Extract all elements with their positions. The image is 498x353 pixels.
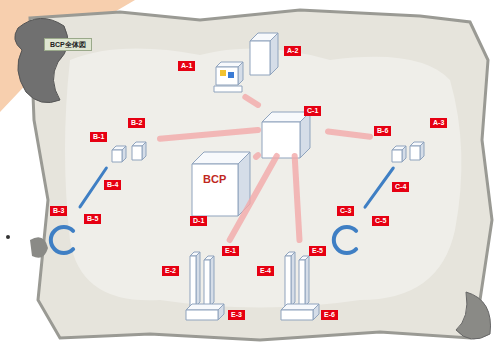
callout-tag: A-3	[430, 118, 447, 128]
cable-coil	[51, 227, 73, 253]
device-icon	[392, 146, 406, 162]
callout-tag: E-3	[228, 310, 245, 320]
torn-edge	[30, 237, 48, 257]
callout-tag: B-5	[84, 214, 101, 224]
scroll-curl	[456, 292, 491, 339]
network-link	[256, 155, 258, 157]
equipment-node: A-1	[176, 55, 248, 97]
parchment-light	[65, 49, 461, 308]
network-link	[328, 131, 370, 136]
callout-tag: B-3	[50, 206, 67, 216]
callout-tag: B-1	[90, 132, 107, 142]
equipment-node: BCP D-1	[186, 140, 256, 230]
callout-tag: B-6	[374, 126, 391, 136]
device-icon	[132, 142, 146, 160]
callout-tag: A-1	[178, 61, 195, 71]
callout-tag: C-5	[372, 216, 389, 226]
callout-tag: B-2	[128, 118, 145, 128]
tower-base	[186, 304, 224, 320]
cable-coil	[334, 227, 356, 253]
network-link	[230, 156, 277, 240]
equipment-node: C-1	[258, 98, 328, 156]
network-link	[245, 97, 258, 105]
bcp-box-icon	[192, 152, 250, 216]
tower-panel	[190, 252, 200, 306]
pc-monitor-icon	[214, 62, 243, 92]
callout-tag: E-6	[321, 310, 338, 320]
callout-tag: B-4	[104, 180, 121, 190]
scroll-curl	[15, 18, 68, 102]
callout-tag: E-5	[309, 246, 326, 256]
cable-link	[80, 168, 106, 207]
tower-panel	[204, 256, 214, 306]
network-link	[160, 130, 258, 139]
device-icon	[112, 146, 126, 162]
callout-tag: E-4	[257, 266, 274, 276]
box-label: BCP	[203, 173, 226, 185]
device-icon	[410, 142, 424, 160]
equipment-node: B-3	[42, 206, 80, 264]
equipment-node: A-2	[248, 30, 310, 76]
parchment	[30, 10, 492, 340]
equipment-node: E-4 E-5E-6	[255, 240, 349, 328]
cable-link	[365, 168, 393, 207]
equipment-node: E-1E-2E-3	[158, 240, 252, 328]
tower-panel	[285, 252, 295, 306]
equipment-node: B-6 A-3	[370, 116, 454, 168]
server-icon	[250, 33, 278, 75]
callout-tag: C-3	[337, 206, 354, 216]
tower-panel	[299, 256, 309, 306]
callout-tag: C-4	[392, 182, 409, 192]
callout-tag: A-2	[284, 46, 301, 56]
bullet-dot	[6, 235, 10, 239]
callout-tag: E-2	[162, 266, 179, 276]
network-link	[295, 156, 300, 240]
callout-tag: D-1	[190, 216, 207, 226]
callout-tag: C-1	[304, 106, 321, 116]
diagram-title: BCP全体図	[44, 38, 92, 51]
equipment-node: C-3	[325, 206, 365, 264]
central-server-icon	[262, 112, 310, 158]
equipment-node: B-1 B-2	[88, 116, 160, 168]
tower-base	[281, 304, 319, 320]
callout-tag: E-1	[222, 246, 239, 256]
